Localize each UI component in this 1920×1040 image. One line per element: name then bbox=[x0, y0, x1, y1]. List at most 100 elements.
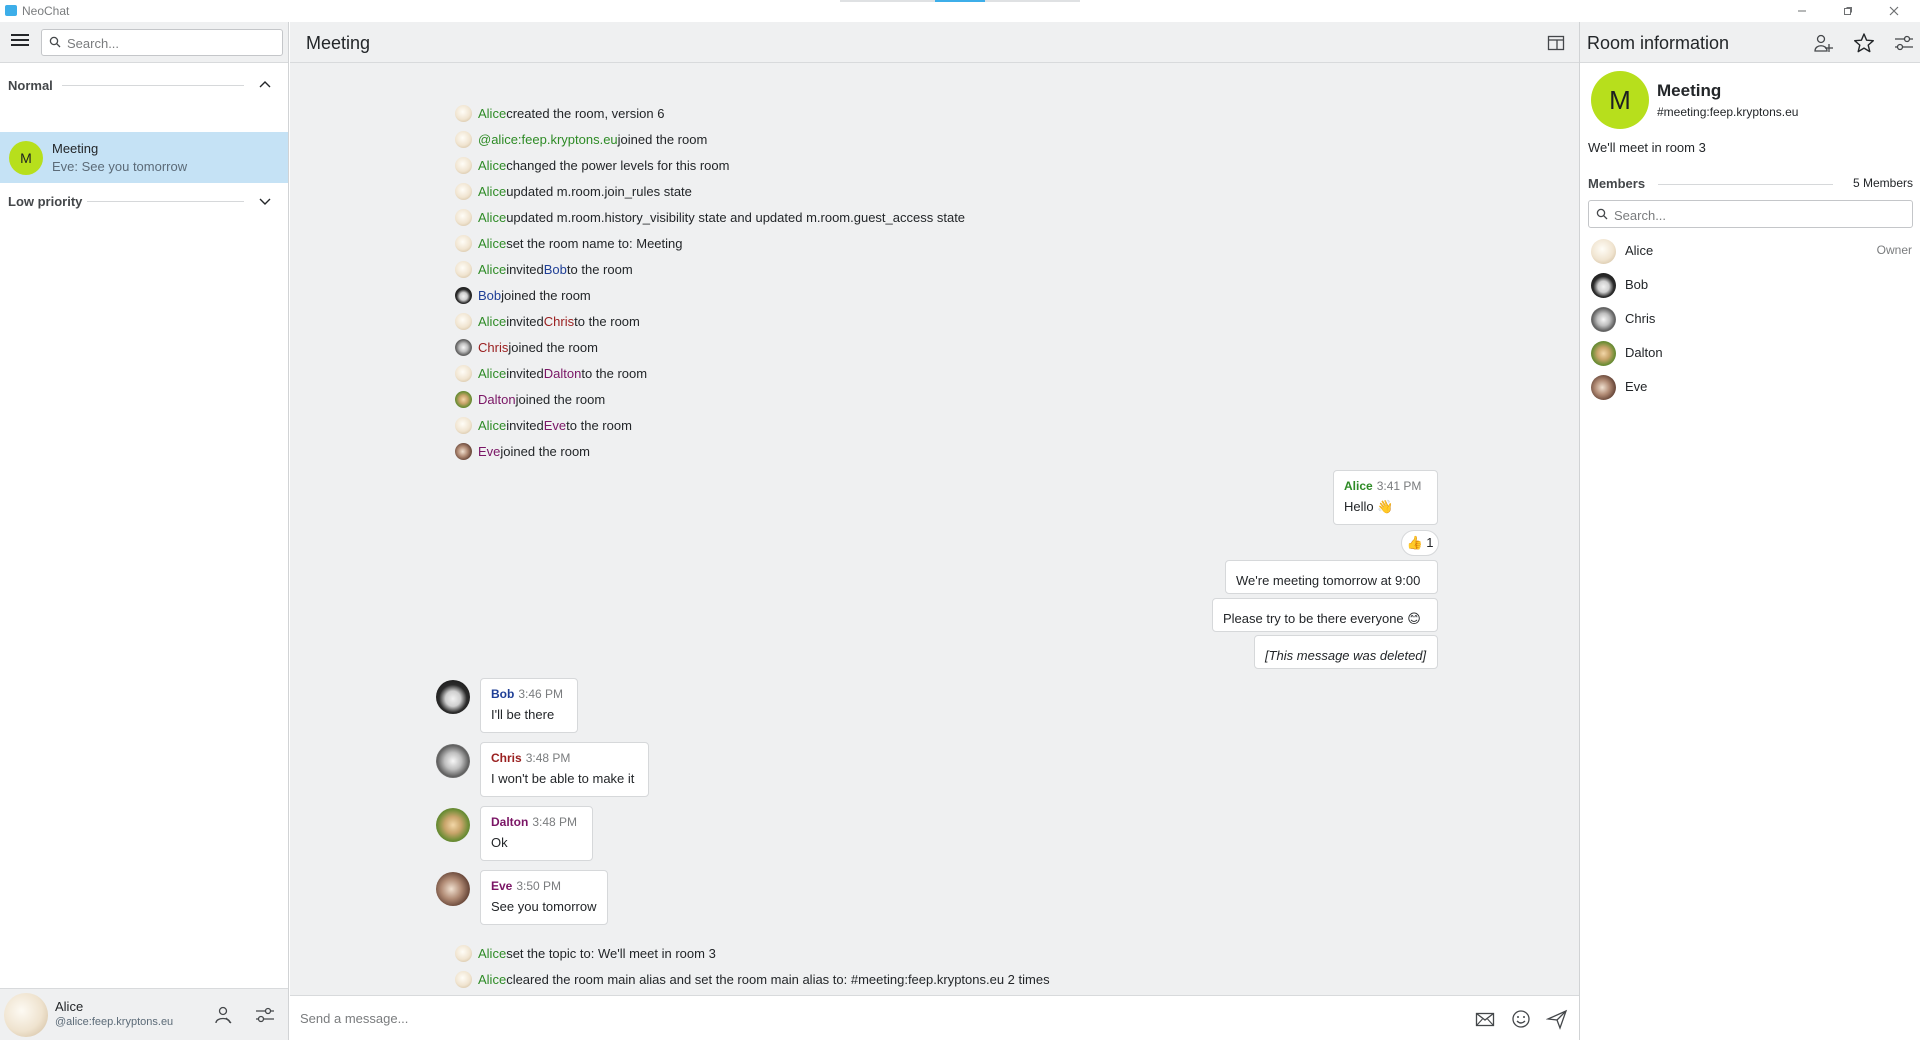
panel-icon[interactable] bbox=[1546, 33, 1566, 53]
avatar bbox=[455, 442, 472, 460]
add-user-icon[interactable] bbox=[1812, 32, 1834, 54]
state-event: Alice invited Eve to the room bbox=[455, 414, 632, 436]
event-text-tail: to the room bbox=[581, 365, 648, 381]
star-icon[interactable] bbox=[1853, 32, 1875, 54]
members-header: Members 5 Members bbox=[1588, 176, 1913, 192]
message-body: See you tomorrow bbox=[491, 899, 597, 914]
avatar bbox=[1591, 273, 1616, 298]
status-icon[interactable] bbox=[211, 1003, 235, 1027]
room-alias: #meeting:feep.kryptons.eu bbox=[1657, 105, 1799, 119]
sender-name[interactable]: Alice bbox=[1344, 479, 1373, 493]
avatar bbox=[1591, 239, 1616, 264]
room-search-field[interactable] bbox=[41, 29, 283, 56]
avatar bbox=[455, 970, 472, 988]
event-actor[interactable]: Alice bbox=[478, 417, 507, 433]
section-divider bbox=[87, 201, 244, 202]
event-text: changed the power levels for this room bbox=[506, 157, 730, 173]
section-normal-label: Normal bbox=[8, 78, 53, 93]
event-actor[interactable]: Alice bbox=[478, 313, 507, 329]
own-message-bubble[interactable]: [This message was deleted] bbox=[1254, 635, 1438, 669]
event-actor[interactable]: Alice bbox=[478, 365, 507, 381]
avatar bbox=[1591, 341, 1616, 366]
event-actor[interactable]: Bob bbox=[478, 287, 502, 303]
settings-icon[interactable] bbox=[1893, 32, 1915, 54]
chevron-down-icon[interactable] bbox=[256, 192, 274, 210]
member-item-alice[interactable]: Alice Owner bbox=[1580, 234, 1920, 268]
reaction-thumbs-up[interactable]: 👍 1 bbox=[1401, 530, 1439, 556]
event-actor[interactable]: Alice bbox=[478, 183, 507, 199]
sender-name[interactable]: Eve bbox=[491, 879, 513, 893]
event-actor[interactable]: @alice:feep.kryptons.eu bbox=[478, 131, 618, 147]
event-text: cleared the room main alias and set the … bbox=[506, 971, 1050, 987]
avatar[interactable] bbox=[436, 808, 470, 842]
member-item-dalton[interactable]: Dalton bbox=[1580, 336, 1920, 370]
chevron-up-icon[interactable] bbox=[256, 76, 274, 94]
event-target[interactable]: Chris bbox=[543, 313, 575, 329]
section-low-priority-label: Low priority bbox=[8, 194, 83, 209]
envelope-icon[interactable] bbox=[1474, 1008, 1496, 1030]
minimize-button[interactable] bbox=[1780, 0, 1824, 22]
message-body: We're meeting tomorrow at 9:00 bbox=[1236, 573, 1421, 588]
avatar bbox=[455, 416, 472, 434]
event-text: invited bbox=[506, 261, 544, 277]
avatar[interactable] bbox=[436, 872, 470, 906]
restore-icon bbox=[1844, 7, 1852, 15]
member-item-chris[interactable]: Chris bbox=[1580, 302, 1920, 336]
member-search-field[interactable] bbox=[1588, 200, 1913, 228]
event-actor[interactable]: Alice bbox=[478, 105, 507, 121]
event-actor[interactable]: Dalton bbox=[478, 391, 516, 407]
emoji-icon[interactable] bbox=[1510, 1008, 1532, 1030]
restore-button[interactable] bbox=[1826, 0, 1870, 22]
section-normal[interactable]: Normal bbox=[0, 72, 289, 98]
state-event: Alice invited Bob to the room bbox=[455, 258, 633, 280]
message-input[interactable] bbox=[300, 1008, 1200, 1028]
sender-name[interactable]: Bob bbox=[491, 687, 515, 701]
avatar bbox=[455, 156, 472, 174]
avatar[interactable] bbox=[4, 993, 48, 1037]
event-actor[interactable]: Alice bbox=[478, 235, 507, 251]
room-search-input[interactable] bbox=[67, 34, 277, 52]
event-actor[interactable]: Eve bbox=[478, 443, 501, 459]
hamburger-menu-button[interactable] bbox=[11, 33, 31, 51]
member-search-input[interactable] bbox=[1614, 206, 1904, 224]
own-message-bubble[interactable]: Please try to be there everyone 😊 bbox=[1212, 598, 1438, 632]
event-actor[interactable]: Alice bbox=[478, 261, 507, 277]
message-body: I won't be able to make it bbox=[491, 771, 635, 786]
section-low-priority[interactable]: Low priority bbox=[0, 188, 289, 214]
state-event: Dalton joined the room bbox=[455, 388, 605, 410]
event-actor[interactable]: Alice bbox=[478, 209, 507, 225]
avatar[interactable] bbox=[436, 680, 470, 714]
event-text: created the room, version 6 bbox=[506, 105, 665, 121]
event-target[interactable]: Dalton bbox=[543, 365, 582, 381]
avatar[interactable] bbox=[436, 744, 470, 778]
neochat-app-icon bbox=[5, 5, 17, 16]
room-list-pane: Normal M Meeting Eve: See you tomorrow L… bbox=[0, 22, 289, 1040]
own-message-bubble[interactable]: We're meeting tomorrow at 9:00 bbox=[1225, 560, 1438, 594]
event-target[interactable]: Eve bbox=[543, 417, 567, 433]
event-text: joined the room bbox=[617, 131, 708, 147]
member-item-eve[interactable]: Eve bbox=[1580, 370, 1920, 404]
event-actor[interactable]: Alice bbox=[478, 157, 507, 173]
event-actor[interactable]: Alice bbox=[478, 945, 507, 961]
member-item-bob[interactable]: Bob bbox=[1580, 268, 1920, 302]
sender-name[interactable]: Dalton bbox=[491, 815, 529, 829]
event-actor[interactable]: Chris bbox=[478, 339, 509, 355]
search-icon bbox=[49, 36, 61, 48]
state-event: Alice set the room name to: Meeting bbox=[455, 232, 683, 254]
avatar bbox=[455, 208, 472, 226]
room-item-meeting[interactable]: M Meeting Eve: See you tomorrow bbox=[0, 132, 288, 183]
event-actor[interactable]: Alice bbox=[478, 971, 507, 987]
event-target[interactable]: Bob bbox=[543, 261, 567, 277]
configure-icon[interactable] bbox=[253, 1003, 277, 1027]
close-button[interactable] bbox=[1872, 0, 1916, 22]
sender-name[interactable]: Chris bbox=[491, 751, 522, 765]
progress-indicator bbox=[840, 0, 1080, 2]
message-body: Hello 👋 bbox=[1344, 499, 1394, 514]
send-icon[interactable] bbox=[1546, 1008, 1568, 1030]
